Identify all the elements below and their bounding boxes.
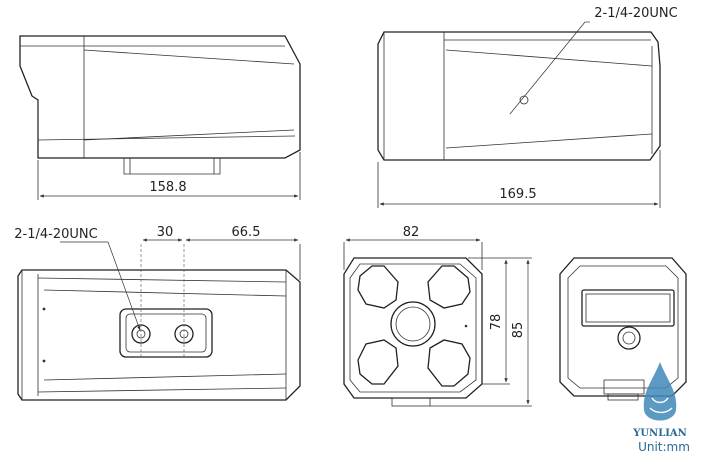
front-height-inner-label: 78: [489, 314, 504, 331]
bottom-length-label: 66.5: [232, 225, 261, 240]
front-view: 82 78 85: [343, 225, 532, 407]
side-view: 158.8: [19, 35, 301, 200]
front-width-label: 82: [403, 225, 420, 240]
brand-name: YUNLIAN: [632, 428, 687, 439]
mount-spacing-label: 30: [157, 225, 174, 240]
bottom-view: 30 66.5 2-1/4-20UNC: [14, 225, 301, 401]
brand-watermark: YUNLIAN Unit:mm: [632, 362, 690, 454]
water-drop-logo: [643, 362, 677, 421]
top-length-label: 169.5: [499, 187, 536, 202]
unit-label: Unit:mm: [638, 440, 690, 454]
side-length-label: 158.8: [149, 180, 186, 195]
top-view: 169.5 2-1/4-20UNC: [377, 6, 678, 208]
front-height-outer-label: 85: [511, 322, 526, 339]
top-thread-label: 2-1/4-20UNC: [594, 6, 677, 21]
bottom-thread-label: 2-1/4-20UNC: [14, 227, 97, 242]
